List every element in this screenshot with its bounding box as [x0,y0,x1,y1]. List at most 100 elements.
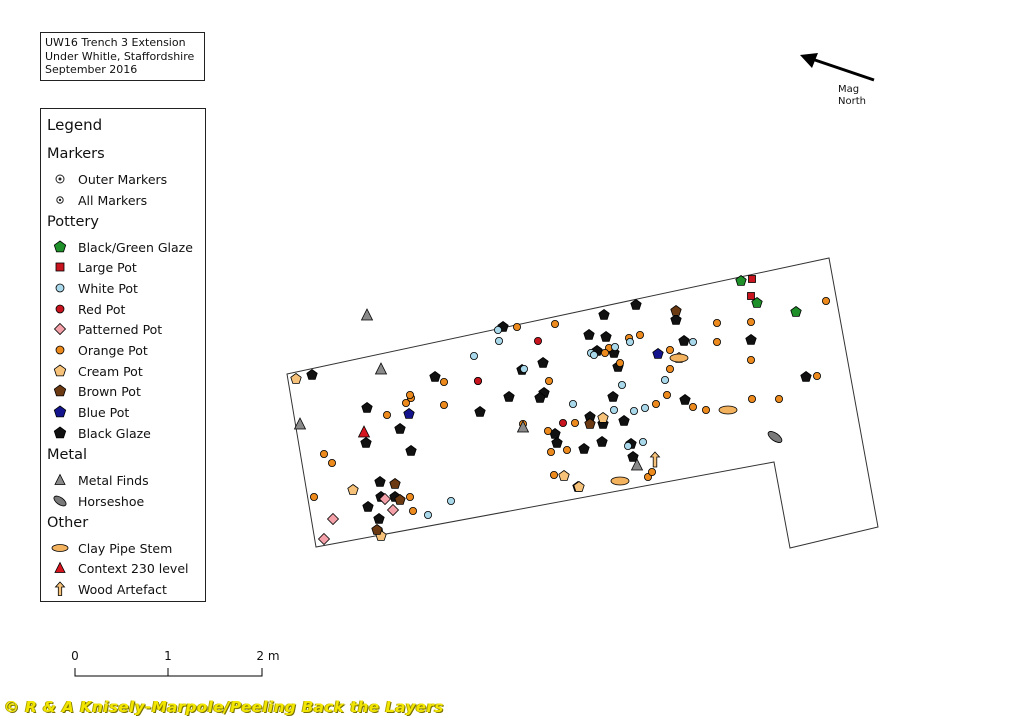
legend-item-clay-pipe: Clay Pipe Stem [51,539,172,557]
red-circle-icon [55,304,65,314]
red-square-icon [55,262,65,272]
metal-find [516,420,530,433]
marker-dot-icon [56,196,64,204]
context-230-marker [357,425,371,438]
legend-item-cream-pot: Cream Pot [51,362,143,380]
horseshoe-find [767,431,783,443]
legend-label: White Pot [78,280,138,296]
legend-item-patterned-pot: Patterned Pot [51,320,162,338]
orange-pot-find [550,470,559,479]
brown-pot-find [394,494,406,505]
legend-label: Black Glaze [78,425,151,441]
brown-pentagon-icon [53,384,67,397]
black-glaze-find [361,402,373,413]
blue-pot-find [403,408,415,419]
black-glaze-find [583,329,595,340]
legend-label: Cream Pot [78,363,143,379]
legend-label: All Markers [78,192,148,208]
orange-pot-find [319,449,328,458]
black-glaze-find [627,451,639,462]
north-label-line-2: North [838,96,866,107]
black-glaze-find [360,437,372,448]
legend-section-metal: Metal [47,447,88,463]
scale-label-1: 1 [164,649,172,663]
wood-artefact-find [649,451,661,468]
black-glaze-find [362,501,374,512]
black-green-glaze-find [790,306,802,317]
legend-label: Clay Pipe Stem [78,540,173,556]
legend-item-orange-pot: Orange Pot [51,341,148,359]
legend-label: Horseshoe [78,493,145,509]
black-glaze-find [607,391,619,402]
white-pot-find [590,350,599,359]
orange-pot-find [747,317,756,326]
white-pot-find [626,337,635,346]
blue-pot-find [652,348,664,359]
black-glaze-find [618,415,630,426]
orange-pot-find [544,426,553,435]
legend-item-outer-markers: Outer Markers [51,170,167,188]
scale-bar [74,668,263,677]
grey-triangle-icon [54,473,66,485]
legend-item-all-markers: All Markers [51,191,147,209]
brown-pot-find [670,305,682,316]
north-label: Mag North [838,84,866,108]
orange-pot-find [401,398,410,407]
orange-pot-find [747,355,756,364]
black-glaze-find [551,437,563,448]
black-glaze-find [405,445,417,456]
black-glaze-find [745,334,757,345]
north-arrow [800,53,875,82]
legend-label: Red Pot [78,301,126,317]
black-glaze-find [374,476,386,487]
scale-label-0: 0 [71,649,79,663]
pink-diamond-icon [53,322,67,336]
orange-pot-find [616,358,625,367]
metal-find [293,417,307,430]
metal-find [374,362,388,375]
orange-pot-find [713,337,722,346]
orange-pot-find [309,492,318,501]
clay-pipe-stem-find [610,476,630,486]
black-glaze-find [679,394,691,405]
white-pot-find [639,437,648,446]
legend-item-blue-pot: Blue Pot [51,403,129,421]
legend-label: Large Pot [78,259,137,275]
orange-pot-find [327,458,336,467]
legend-item-brown-pot: Brown Pot [51,382,141,400]
black-glaze-find [578,443,590,454]
orange-circle-icon [55,345,65,355]
finds-layer [290,275,831,546]
orange-pot-find [648,467,657,476]
white-pot-find [689,337,698,346]
legend-item-red-pot: Red Pot [51,300,125,318]
orange-pot-find [405,492,414,501]
orange-pot-find [439,377,448,386]
patterned-pot-find [317,532,331,546]
black-glaze-find [596,436,608,447]
legend-label: Orange Pot [78,342,148,358]
orange-pot-find [636,330,645,339]
north-label-line-1: Mag [838,84,860,95]
orange-pot-find [545,376,554,385]
trench-outline [286,257,879,549]
black-pentagon-icon [53,426,67,439]
orange-pot-find [439,400,448,409]
legend-item-wood-artefact: Wood Artefact [51,580,167,598]
red-triangle-icon [54,561,66,573]
orange-pot-find [666,345,675,354]
black-green-glaze-find [735,275,747,286]
blue-pentagon-icon [53,405,67,418]
title-line-3: September 2016 [45,63,138,76]
orange-pot-find [689,402,698,411]
legend-item-white-pot: White Pot [51,279,138,297]
orange-pot-find [571,418,580,427]
white-pot-find [611,342,620,351]
large-pot-find [747,292,755,300]
patterned-pot-find [326,512,340,526]
legend-item-horseshoe: Horseshoe [51,492,144,510]
black-glaze-find [306,369,318,380]
white-circle-icon [55,283,65,293]
orange-pot-find [408,506,417,515]
